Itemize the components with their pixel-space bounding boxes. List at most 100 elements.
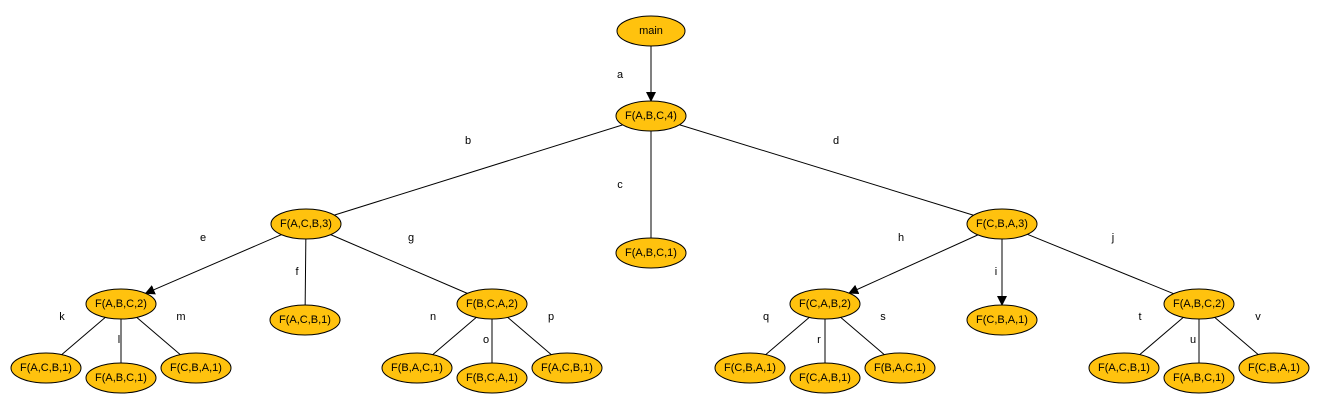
- call-node-n8: F(C,A,B,2): [789, 288, 861, 320]
- edges-layer: [61, 46, 1259, 363]
- edge-line-n: [432, 317, 477, 355]
- call-node-n20: F(A,C,B,1): [1088, 352, 1160, 384]
- node-ellipse: [269, 304, 341, 336]
- edge-label-t: t: [1138, 311, 1141, 323]
- call-node-n5: F(A,B,C,2): [85, 288, 157, 320]
- call-node-n4: F(C,B,A,3): [966, 208, 1038, 240]
- node-ellipse: [615, 237, 687, 269]
- edge-n: [432, 317, 477, 355]
- main-node: main: [616, 15, 686, 47]
- edge-t: [1139, 317, 1184, 355]
- node-label: F(B,A,C,1): [874, 362, 926, 374]
- node-ellipse: [616, 15, 686, 47]
- node-label: F(C,A,B,2): [799, 298, 851, 310]
- node-label: F(A,B,C,2): [95, 298, 147, 310]
- edge-label-d: d: [833, 135, 839, 147]
- call-node-n12: F(A,B,C,1): [85, 362, 157, 394]
- call-node-n2: F(A,C,B,3): [270, 208, 342, 240]
- edge-label-n: n: [430, 311, 436, 323]
- node-ellipse: [456, 288, 528, 320]
- edge-line-v: [1214, 317, 1259, 355]
- node-ellipse: [456, 362, 528, 394]
- node-ellipse: [1163, 362, 1235, 394]
- call-node-n21: F(A,B,C,1): [1163, 362, 1235, 394]
- node-label: F(A,B,C,4): [625, 110, 677, 122]
- edge-label-f: f: [295, 266, 299, 278]
- edge-line-g: [330, 234, 468, 294]
- edge-line-s: [840, 317, 885, 355]
- node-label: F(A,B,C,1): [625, 247, 677, 259]
- call-node-n9: F(C,B,A,1): [966, 304, 1038, 336]
- call-node-n18: F(C,A,B,1): [789, 362, 861, 394]
- edge-j: [1027, 233, 1174, 295]
- edge-k: [61, 317, 106, 355]
- call-node-n22: F(C,B,A,1): [1238, 352, 1310, 384]
- edge-label-s: s: [880, 311, 886, 323]
- edge-label-b: b: [465, 135, 471, 147]
- node-label: F(C,B,A,1): [170, 362, 222, 374]
- node-ellipse: [789, 362, 861, 394]
- call-node-n11: F(A,C,B,1): [10, 352, 82, 384]
- edge-line-j: [1027, 233, 1174, 295]
- node-ellipse: [160, 352, 232, 384]
- node-ellipse: [966, 208, 1038, 240]
- node-ellipse: [714, 352, 786, 384]
- call-node-n10: F(A,B,C,2): [1163, 288, 1235, 320]
- node-label: F(A,C,B,1): [20, 362, 72, 374]
- node-ellipse: [270, 208, 342, 240]
- edge-label-r: r: [817, 334, 821, 346]
- nodes-layer: mainF(A,B,C,4)F(A,C,B,3)F(A,B,C,1)F(C,B,…: [10, 15, 1310, 394]
- node-ellipse: [966, 304, 1038, 336]
- node-label: F(C,B,A,1): [724, 362, 776, 374]
- edge-b: [334, 124, 623, 216]
- edge-g: [330, 234, 468, 294]
- edge-label-e: e: [200, 232, 206, 244]
- edge-q: [765, 317, 810, 355]
- edge-h: [848, 234, 979, 294]
- node-label: F(A,C,B,1): [541, 362, 593, 374]
- edge-label-k: k: [59, 311, 65, 323]
- edge-label-q: q: [763, 311, 769, 323]
- node-label: F(C,B,A,3): [976, 218, 1028, 230]
- node-label: main: [639, 25, 663, 37]
- edge-f: [304, 238, 307, 306]
- edge-line-e: [144, 234, 282, 295]
- edge-label-g: g: [408, 232, 414, 244]
- node-label: F(A,B,C,1): [1173, 372, 1225, 384]
- node-ellipse: [531, 352, 603, 384]
- edge-label-a: a: [617, 69, 624, 81]
- node-ellipse: [85, 288, 157, 320]
- call-node-n7: F(B,C,A,2): [456, 288, 528, 320]
- call-node-n16: F(A,C,B,1): [531, 352, 603, 384]
- call-node-n14: F(B,A,C,1): [381, 352, 453, 384]
- edge-label-p: p: [548, 311, 554, 323]
- call-node-n3: F(A,B,C,1): [615, 237, 687, 269]
- edge-line-p: [507, 317, 552, 355]
- edge-label-h: h: [898, 232, 904, 244]
- edge-label-i: i: [995, 266, 997, 278]
- node-label: F(A,B,C,1): [95, 372, 147, 384]
- edge-label-m: m: [176, 311, 185, 323]
- edge-line-f: [304, 238, 307, 306]
- edge-label-c: c: [617, 179, 623, 191]
- call-node-n1: F(A,B,C,4): [615, 100, 687, 132]
- node-label: F(A,C,B,1): [279, 314, 331, 326]
- call-node-n13: F(C,B,A,1): [160, 352, 232, 384]
- node-label: F(C,A,B,1): [799, 372, 851, 384]
- edge-line-t: [1139, 317, 1184, 355]
- node-ellipse: [1238, 352, 1310, 384]
- node-label: F(B,C,A,1): [466, 372, 518, 384]
- edge-label-j: j: [1111, 232, 1114, 244]
- node-ellipse: [381, 352, 453, 384]
- node-ellipse: [85, 362, 157, 394]
- edge-d: [679, 124, 974, 216]
- node-ellipse: [615, 100, 687, 132]
- node-label: F(C,B,A,1): [976, 314, 1028, 326]
- edge-p: [507, 317, 552, 355]
- edge-line-b: [334, 124, 623, 216]
- node-ellipse: [1163, 288, 1235, 320]
- edge-m: [136, 317, 181, 355]
- node-ellipse: [864, 352, 936, 384]
